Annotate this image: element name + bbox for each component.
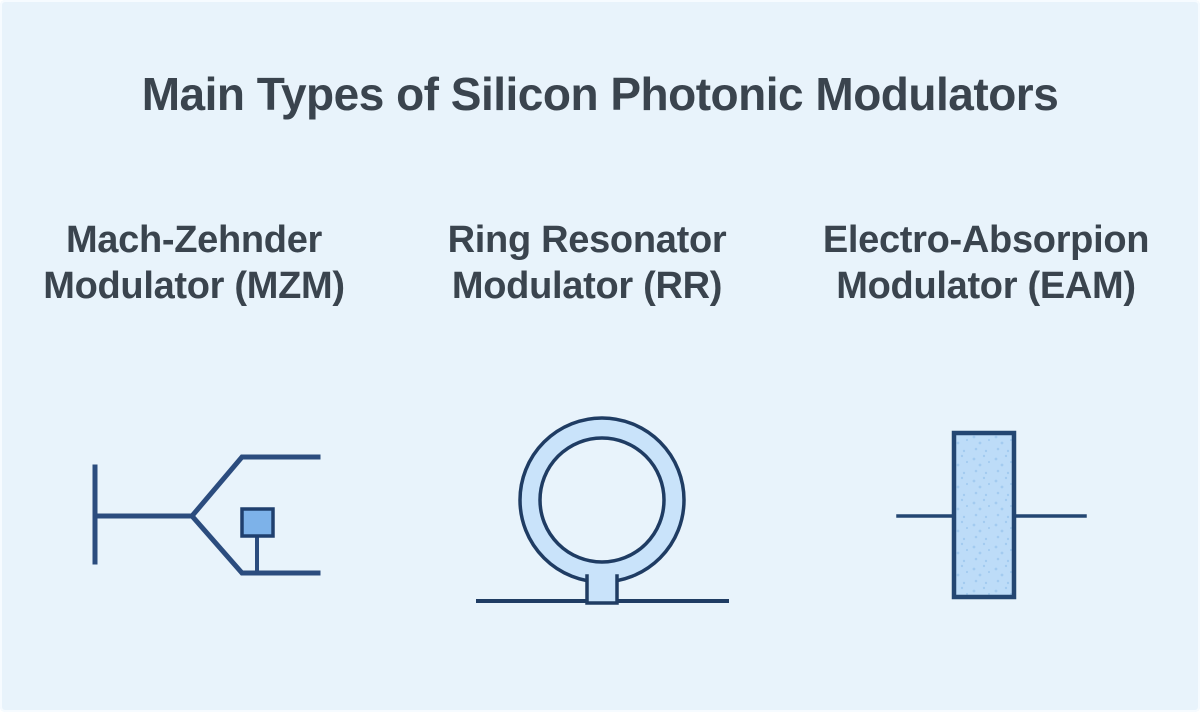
rr-coupling-stub (585, 574, 619, 605)
mzm-lower-arm (188, 512, 321, 576)
column-label-mzm-line2: Modulator (MZM) (43, 265, 345, 307)
page-title: Main Types of Silicon Photonic Modulator… (141, 68, 1059, 120)
mzm-upper-arm (188, 454, 321, 520)
eam-absorber-speckles (954, 433, 1014, 597)
mzm-electrode-pad (240, 507, 275, 538)
eam-schematic-icon (896, 430, 1087, 600)
column-label-rr-line2: Modulator (RR) (451, 265, 723, 307)
column-label-eam-line1: Electro-Absorpion (822, 219, 1150, 261)
column-label-rr: Ring Resonator Modulator (RR) (417, 217, 757, 309)
column-label-mzm: Mach-Zehnder Modulator (MZM) (24, 217, 364, 309)
mzm-schematic-icon (92, 454, 321, 576)
column-label-eam-line2: Modulator (EAM) (836, 265, 1136, 307)
column-label-mzm-line1: Mach-Zehnder (65, 219, 323, 261)
ring-resonator-icon (476, 416, 729, 605)
column-label-eam: Electro-Absorpion Modulator (EAM) (816, 217, 1156, 309)
eam-absorber-outline (951, 430, 1017, 600)
column-label-rr-line1: Ring Resonator (447, 219, 727, 261)
rr-ring-inner (538, 436, 666, 564)
